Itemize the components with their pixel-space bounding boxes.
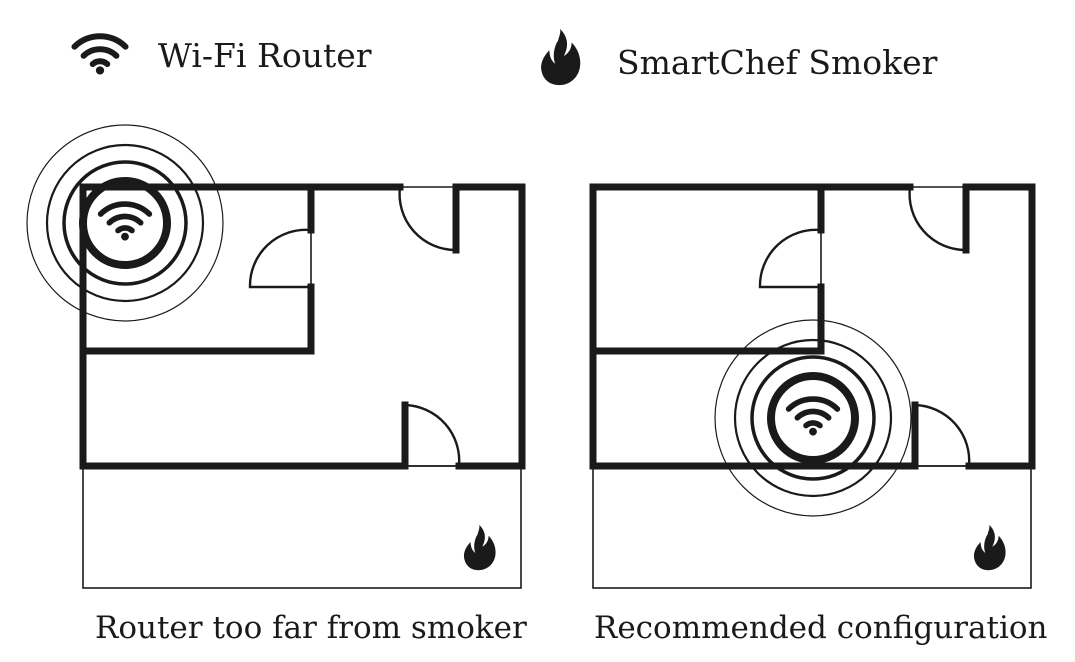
smoker-flame-icon [463,524,496,571]
legend-smoker-label: SmartChef Smoker [617,43,938,82]
floorplan-left [26,124,526,589]
floorplan-right [589,183,1036,589]
caption-right: Recommended configuration [594,610,1048,646]
smoker-flame-icon [973,524,1006,571]
router-wifi-icon [789,399,838,435]
wifi-icon [74,36,125,74]
legend-router: Wi-Fi Router [74,36,372,75]
interior-walls [79,183,460,470]
patio-area [82,465,522,589]
patio-area [592,465,1032,589]
house-walls [79,183,526,470]
interior-walls [589,183,970,470]
legend-smoker: SmartChef Smoker [541,28,938,86]
flame-icon [541,28,581,86]
doors [248,186,461,467]
house-walls [589,183,1036,470]
caption-left: Router too far from smoker [95,610,527,646]
legend: Wi-Fi Router SmartChef Smoker [74,28,938,86]
router-signal [714,319,912,517]
router-wifi-icon [101,204,150,240]
legend-router-label: Wi-Fi Router [158,36,372,75]
router-signal [26,124,224,322]
doors [758,186,971,467]
